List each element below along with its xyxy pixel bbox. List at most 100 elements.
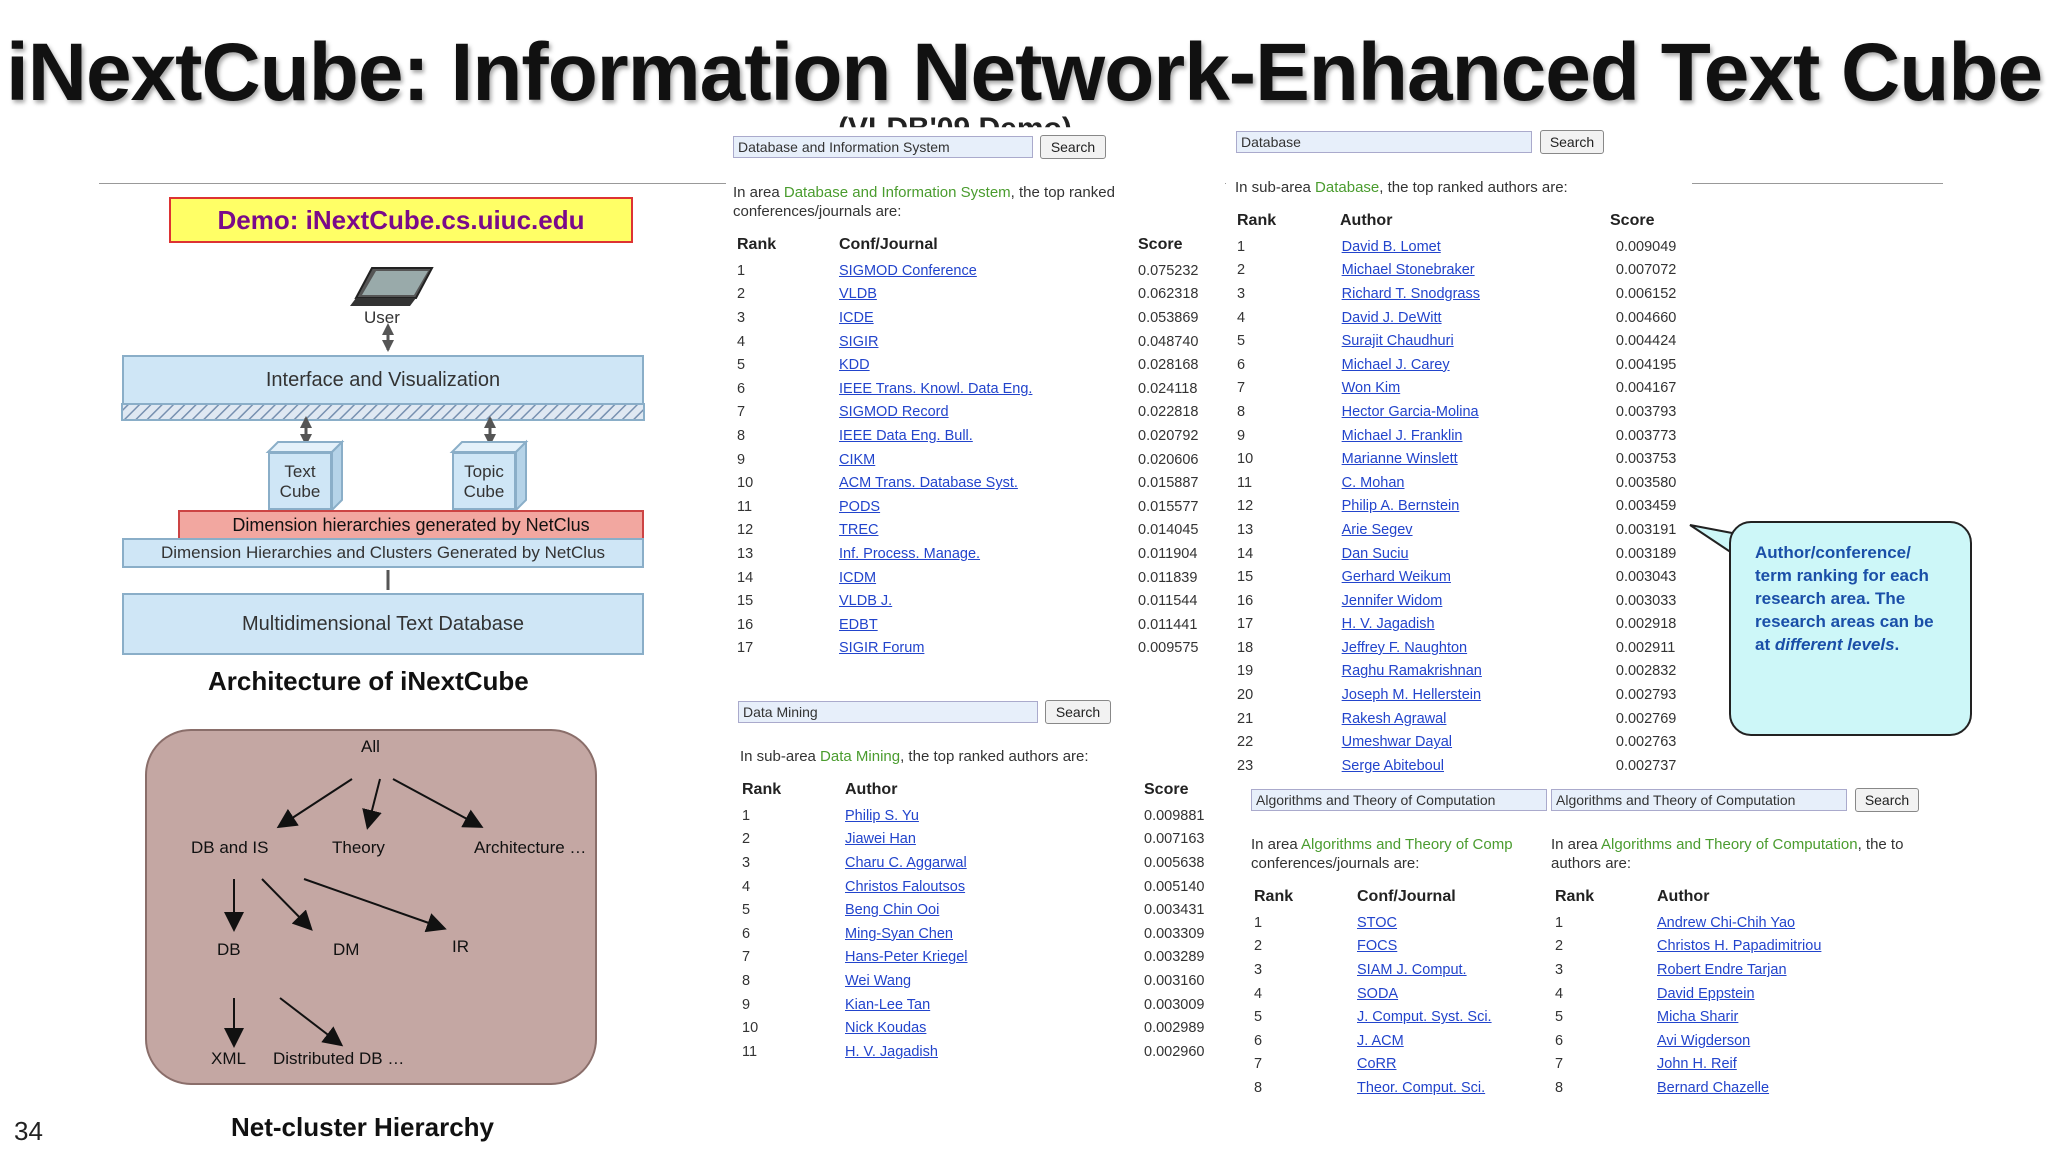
ranked-item-link[interactable]: Jennifer Widom [1341,592,1443,609]
ranked-item-link[interactable]: Christos H. Papadimitriou [1657,938,1822,955]
ranked-item-link[interactable]: SODA [1357,985,1399,1002]
ranked-item-link[interactable]: Surajit Chaudhuri [1341,333,1454,350]
ranked-item-link[interactable]: ACM Trans. Database Syst. [839,475,1018,492]
ranked-item-link[interactable]: H. V. Jagadish [1341,616,1435,633]
ranked-item-link[interactable]: VLDB J. [839,593,893,610]
ranked-item-link[interactable]: Philip S. Yu [845,807,919,824]
ranked-item-link[interactable]: David J. DeWitt [1341,309,1442,326]
atc-auth-search-input[interactable]: Algorithms and Theory of Computation [1551,789,1847,811]
score-cell: 0.003289 [1144,949,1205,966]
ranked-item-link[interactable]: STOC [1357,914,1398,931]
ranked-item-link[interactable]: EDBT [839,616,878,633]
ranked-item-link[interactable]: J. Comput. Syst. Sci. [1357,1009,1492,1026]
ranked-item-link[interactable]: H. V. Jagadish [845,1043,938,1060]
ranked-item-link[interactable]: Joseph M. Hellerstein [1341,687,1482,704]
ranked-item-link[interactable]: Marianne Winslett [1341,451,1458,468]
ranked-item-link[interactable]: David Eppstein [1657,985,1755,1002]
table-cell: Kian-Lee Tan [845,993,1144,1017]
dbis-search-input[interactable]: Database and Information System [733,136,1033,158]
ranked-item-link[interactable]: Won Kim [1341,380,1401,397]
db-area-name[interactable]: Database [1315,179,1380,196]
ranked-item-link[interactable]: Avi Wigderson [1657,1032,1751,1049]
table-cell: TREC [839,519,1138,543]
ranked-item-link[interactable]: CoRR [1357,1056,1397,1073]
dbis-search-button[interactable]: Search [1040,135,1106,159]
ranked-item-link[interactable]: Richard T. Snodgrass [1341,285,1480,302]
ranked-item-link[interactable]: Dan Suciu [1341,545,1409,562]
ranked-item-link[interactable]: Raghu Ramakrishnan [1341,663,1482,680]
ranked-item-link[interactable]: Nick Koudas [845,1020,927,1037]
db-search-input[interactable]: Database [1236,131,1532,153]
ranked-item-link[interactable]: ICDE [839,309,874,326]
ranked-item-link[interactable]: IEEE Data Eng. Bull. [839,427,973,444]
table-cell: Inf. Process. Manage. [839,542,1138,566]
ranked-item-link[interactable]: Rakesh Agrawal [1341,710,1447,727]
ranked-item-link[interactable]: Michael J. Franklin [1341,427,1463,444]
ranked-item-link[interactable]: Jeffrey F. Naughton [1341,639,1468,656]
ranked-item-link[interactable]: SIAM J. Comput. [1357,961,1467,978]
rank-cell: 16 [1237,592,1254,609]
ranked-item-link[interactable]: Jiawei Han [845,831,916,848]
ranked-item-link[interactable]: IEEE Trans. Knowl. Data Eng. [839,380,1033,397]
rank-cell: 13 [737,545,754,562]
table-cell: Raghu Ramakrishnan [1342,660,1616,684]
ranked-item-link[interactable]: Robert Endre Tarjan [1657,961,1787,978]
ranked-item-link[interactable]: C. Mohan [1341,474,1405,491]
atc-auth-area-name[interactable]: Algorithms and Theory of Computation [1601,836,1858,853]
atc-conf-search-input[interactable]: Algorithms and Theory of Computation [1251,789,1547,811]
ranked-item-link[interactable]: Wei Wang [845,972,912,989]
demo-link-label[interactable]: Demo: iNextCube.cs.uiuc.edu [169,197,633,243]
table-cell: Jennifer Widom [1342,589,1616,613]
ranked-item-link[interactable]: TREC [839,522,879,539]
ranked-item-link[interactable]: VLDB [839,286,877,303]
ranked-item-link[interactable]: Arie Segev [1341,521,1413,538]
ranked-item-link[interactable]: SIGIR [839,333,879,350]
ranked-item-link[interactable]: Bernard Chazelle [1657,1079,1770,1096]
panel-db: Database Search In sub-area Database, th… [1226,122,1692,782]
dm-search-button[interactable]: Search [1045,700,1111,724]
ranked-item-link[interactable]: PODS [839,498,881,515]
ranked-item-link[interactable]: Serge Abiteboul [1341,757,1445,774]
ranked-item-link[interactable]: Ming-Syan Chen [845,925,953,942]
dm-area-name[interactable]: Data Mining [820,748,901,765]
ranked-item-link[interactable]: FOCS [1357,938,1398,955]
ranked-item-link[interactable]: Hans-Peter Kriegel [845,949,968,966]
ranked-item-link[interactable]: Michael J. Carey [1341,356,1450,373]
ranked-item-link[interactable]: SIGMOD Record [839,404,949,421]
table-cell: C. Mohan [1342,471,1616,495]
ranked-item-link[interactable]: Umeshwar Dayal [1341,734,1453,751]
atc-conf-area-name[interactable]: Algorithms and Theory of Comp [1301,836,1513,853]
ranked-item-link[interactable]: David B. Lomet [1341,238,1441,255]
ranked-item-link[interactable]: SIGMOD Conference [839,262,977,279]
ranked-item-link[interactable]: Charu C. Aggarwal [845,854,967,871]
ranked-item-link[interactable]: J. ACM [1357,1032,1404,1049]
ranked-item-link[interactable]: Hector Garcia-Molina [1341,403,1479,420]
ranked-item-link[interactable]: Christos Faloutsos [845,878,966,895]
ranked-item-link[interactable]: Michael Stonebraker [1341,262,1475,279]
db-search-button[interactable]: Search [1540,130,1604,154]
atc-auth-search-button[interactable]: Search [1855,788,1919,812]
ranked-item-link[interactable]: ICDM [839,569,877,586]
ranked-item-link[interactable]: Andrew Chi-Chih Yao [1657,914,1796,931]
ranked-item-link[interactable]: Beng Chin Ooi [845,902,940,919]
ranked-item-link[interactable]: Micha Sharir [1657,1009,1739,1026]
ranked-item-link[interactable]: Gerhard Weikum [1341,569,1451,586]
dm-search-input[interactable]: Data Mining [738,701,1038,723]
ranked-item-link[interactable]: Philip A. Bernstein [1341,498,1460,515]
hier-node-all: All [361,737,380,756]
ranked-item-link[interactable]: John H. Reif [1657,1056,1737,1073]
ranked-item-link[interactable]: KDD [839,357,870,374]
ranked-item-link[interactable]: Inf. Process. Manage. [839,545,981,562]
rank-cell: 5 [1555,1009,1564,1026]
ranked-item-link[interactable]: Theor. Comput. Sci. [1357,1079,1486,1096]
rank-cell: 17 [737,640,754,657]
ranked-item-link[interactable]: CIKM [839,451,876,468]
ranked-item-link[interactable]: SIGIR Forum [839,640,925,657]
score-cell: 0.011441 [1138,616,1198,633]
dbis-area-name[interactable]: Database and Information System [783,184,1011,201]
rank-cell: 4 [1237,309,1246,326]
ranked-item-link[interactable]: Kian-Lee Tan [845,996,931,1013]
